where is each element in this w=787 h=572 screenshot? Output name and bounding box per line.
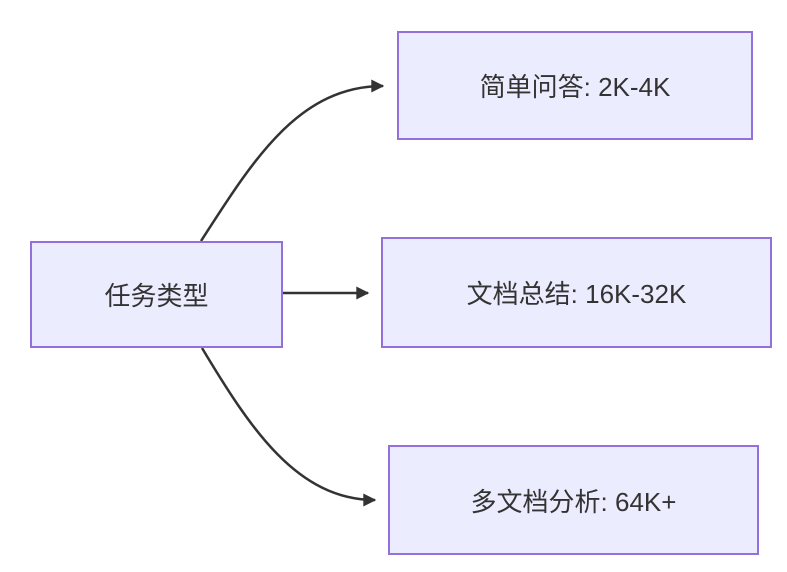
branch-node-multi-doc-analysis: 多文档分析: 64K+ <box>388 445 759 555</box>
edge-root-to-branch-3 <box>200 347 377 507</box>
branch-node-label: 文档总结: 16K-32K <box>466 279 687 309</box>
branch-node-label: 简单问答: 2K-4K <box>479 72 671 102</box>
root-node-task-type: 任务类型 <box>30 241 283 348</box>
branch-node-simple-qa: 简单问答: 2K-4K <box>397 31 753 140</box>
branch-node-label: 多文档分析: 64K+ <box>470 486 677 517</box>
edge-root-to-branch-1 <box>199 79 385 242</box>
branch-node-doc-summary: 文档总结: 16K-32K <box>381 237 772 348</box>
root-node-label: 任务类型 <box>104 281 209 311</box>
